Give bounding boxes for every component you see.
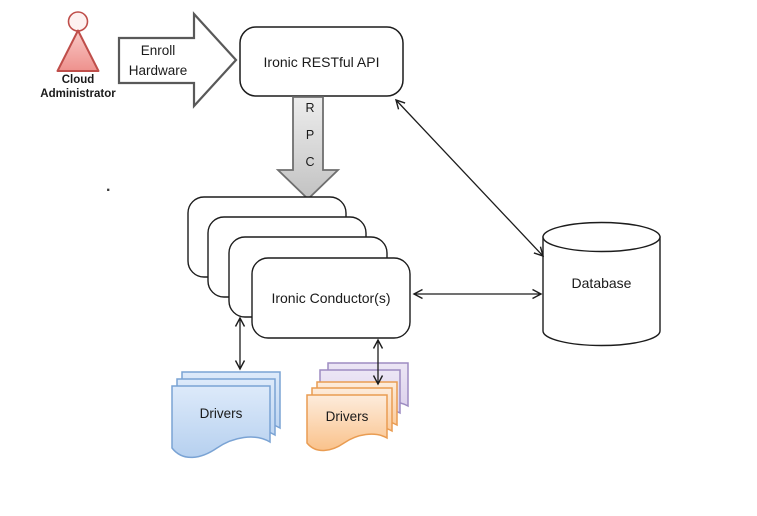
rpc-letter-r: R: [305, 101, 315, 115]
ironic-conductor-label: Ironic Conductor(s): [271, 290, 391, 306]
enroll-hardware-label: Enroll Hardware: [120, 41, 196, 80]
arrow-api-database: [394, 98, 545, 258]
database-label: Database: [571, 275, 632, 291]
ironic-restful-api-box: [239, 26, 404, 97]
enroll-hardware-label-line2: Hardware: [128, 62, 188, 78]
rpc-block-arrow: [275, 96, 341, 201]
drivers-orange-label: Drivers: [325, 408, 369, 424]
enroll-hardware-label-line1: Enroll: [140, 43, 176, 58]
person-head-icon: [67, 11, 89, 32]
rpc-letter-c: C: [305, 155, 315, 169]
person-body-icon: [56, 29, 100, 72]
ironic-restful-api-label: Ironic RESTful API: [263, 53, 380, 70]
stray-period-mark: .: [106, 178, 111, 195]
rpc-label: R P C: [297, 101, 323, 169]
ironic-conductor-stack: [187, 196, 411, 339]
cloud-administrator-person-icon: [56, 11, 100, 72]
cloud-administrator-label-line1: Cloud: [61, 74, 95, 86]
drivers-blue-label: Drivers: [199, 405, 243, 421]
enroll-hardware-block-arrow: [117, 11, 238, 109]
cloud-administrator-label: Cloud Administrator: [18, 73, 138, 101]
database-cylinder: [542, 221, 661, 347]
cloud-administrator-label-line2: Administrator: [40, 88, 116, 100]
rpc-letter-p: P: [305, 128, 315, 142]
conductor-box-front: [251, 257, 411, 339]
